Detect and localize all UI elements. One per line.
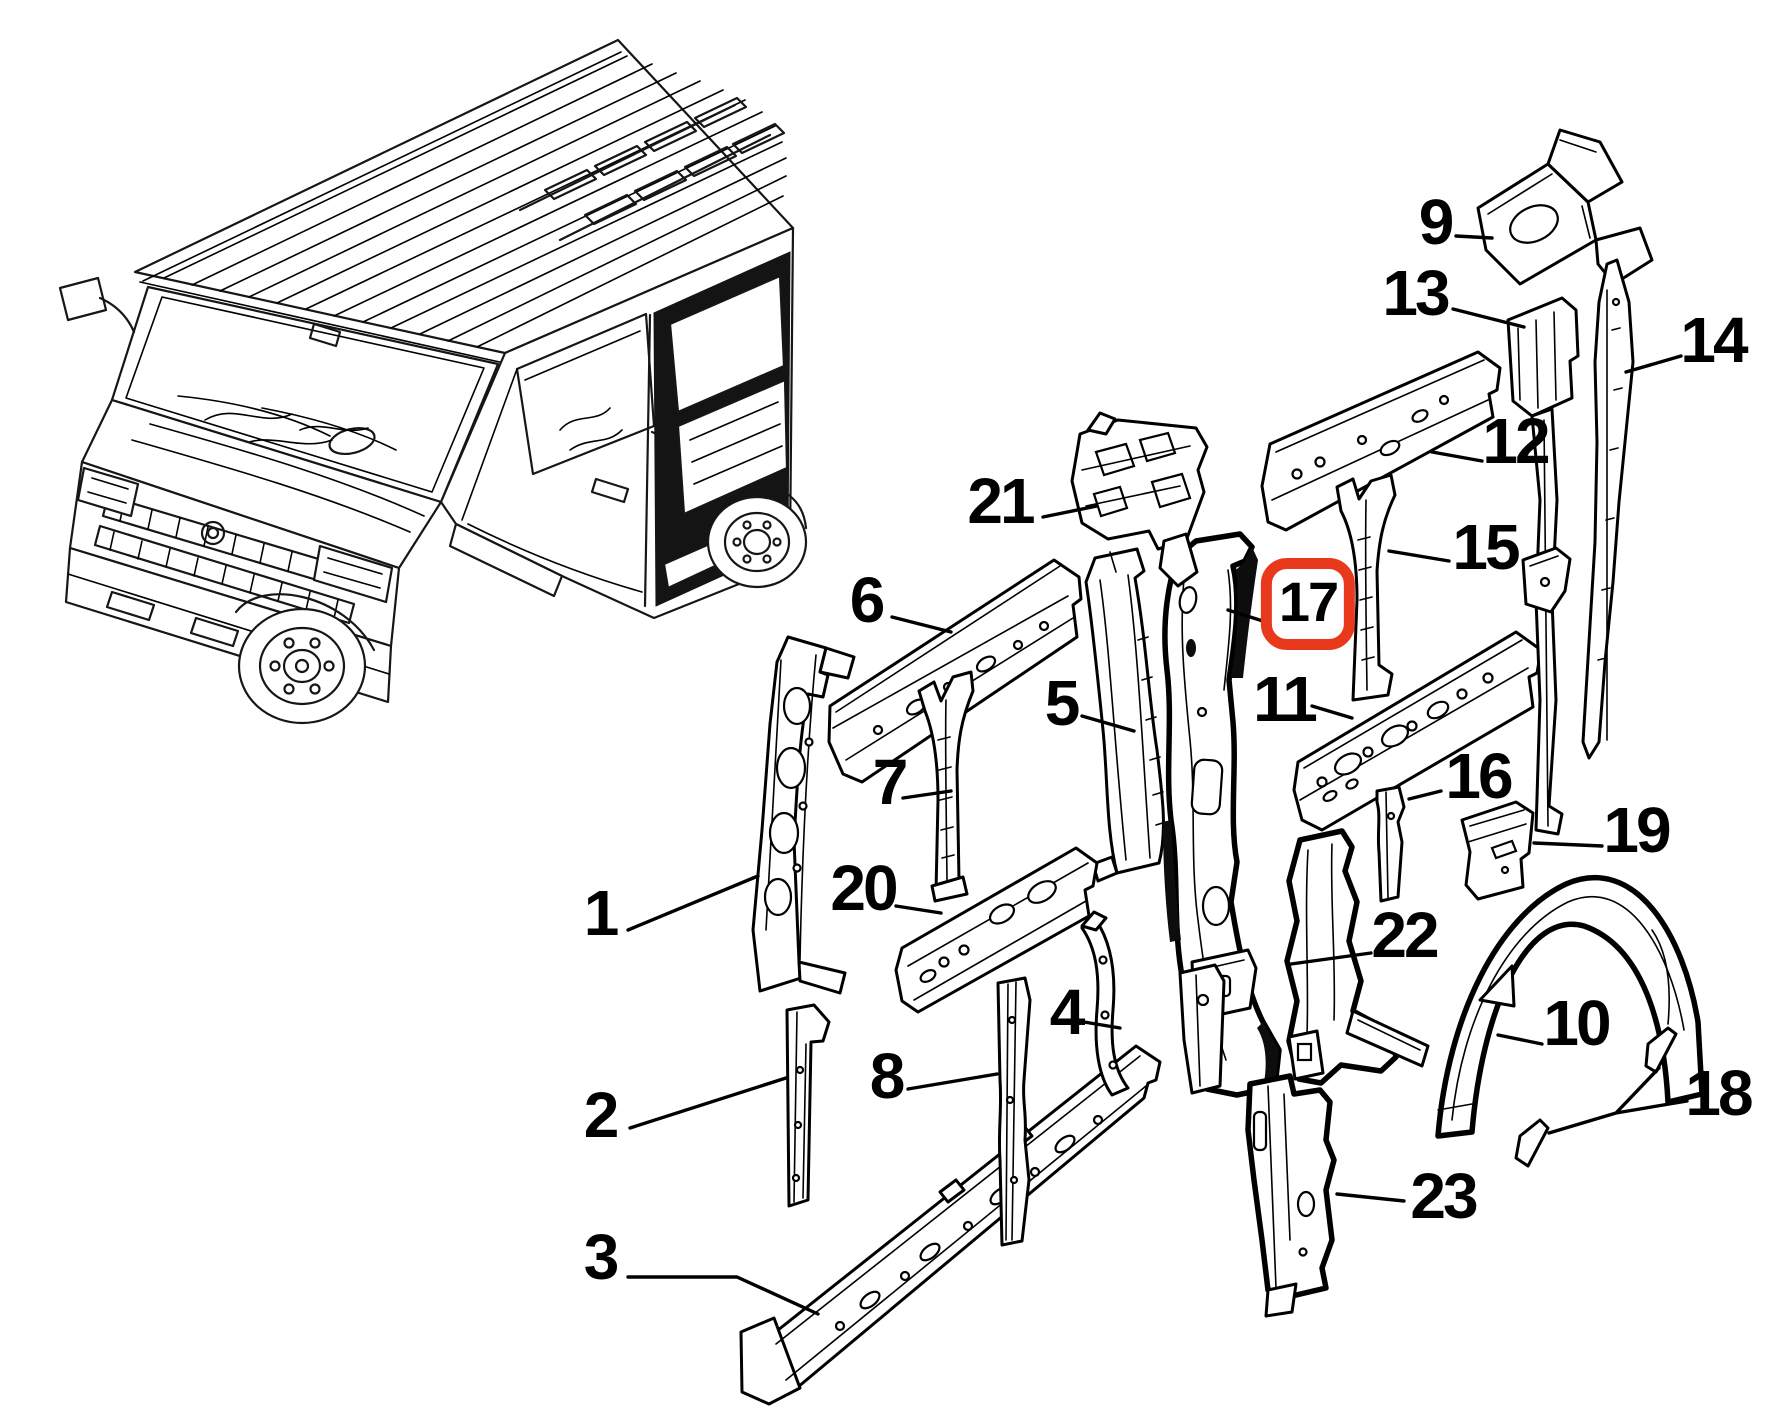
part-label-23[interactable]: 23 — [1410, 1160, 1478, 1232]
part-label-7[interactable]: 7 — [872, 746, 909, 818]
leader-17 — [1226, 608, 1268, 624]
grille-hatch-lower — [109, 531, 339, 619]
roof-rack — [518, 96, 786, 242]
part-23-drawing — [1245, 1073, 1337, 1318]
part-5-drawing — [1084, 547, 1167, 883]
part-1-drawing — [751, 635, 856, 995]
leader-7 — [901, 789, 953, 800]
part-21-drawing — [1070, 411, 1209, 588]
leader-18 — [1547, 1066, 1689, 1135]
part-label-9[interactable]: 9 — [1418, 186, 1455, 258]
part-label-10[interactable]: 10 — [1543, 987, 1611, 1059]
brand-badge — [200, 520, 226, 546]
leader-21 — [1041, 504, 1099, 519]
leader-19 — [1532, 841, 1604, 848]
leader-15 — [1387, 549, 1451, 563]
part-label-13[interactable]: 13 — [1382, 257, 1450, 329]
leader-6 — [890, 615, 953, 634]
part-15-drawing — [1335, 473, 1397, 702]
part-label-15[interactable]: 15 — [1452, 511, 1520, 583]
part-3-drawing — [739, 1044, 1162, 1406]
part-label-8[interactable]: 8 — [869, 1040, 906, 1112]
part-16-drawing — [1375, 785, 1406, 903]
part-label-12[interactable]: 12 — [1482, 405, 1550, 477]
part-8-drawing — [996, 976, 1032, 1247]
part-label-20[interactable]: 20 — [830, 852, 898, 924]
part-label-21[interactable]: 21 — [967, 465, 1035, 537]
part-11-drawing — [1292, 630, 1543, 832]
part-label-5[interactable]: 5 — [1044, 667, 1081, 739]
leader-9 — [1454, 234, 1494, 240]
leader-4 — [1082, 1020, 1122, 1030]
leader-14 — [1624, 354, 1683, 374]
part-4-drawing — [1080, 910, 1130, 1097]
part-label-16[interactable]: 16 — [1445, 740, 1513, 812]
part-9-drawing — [1476, 128, 1654, 286]
part-10-drawing — [1435, 875, 1705, 1139]
part-12-drawing — [1260, 350, 1502, 532]
rear-wheel — [706, 495, 808, 589]
part-label-2[interactable]: 2 — [583, 1079, 620, 1151]
van-illustration — [58, 38, 808, 725]
leader-13 — [1451, 307, 1526, 329]
part-6-drawing — [827, 558, 1083, 784]
leader-5 — [1080, 714, 1136, 733]
part-label-6[interactable]: 6 — [849, 564, 886, 636]
part-19-drawing — [1460, 800, 1535, 901]
front-wheel — [237, 607, 367, 725]
part-2-drawing — [785, 1003, 831, 1208]
part-20-drawing — [894, 846, 1099, 1014]
leader-12 — [1430, 450, 1484, 463]
part-label-17-highlighted[interactable]: 17 — [1260, 558, 1356, 650]
part-7-drawing — [917, 670, 975, 903]
part-14-drawing — [1581, 258, 1635, 760]
leader-3 — [626, 1275, 820, 1316]
part-label-18[interactable]: 18 — [1685, 1057, 1753, 1129]
leader-10 — [1496, 1033, 1544, 1046]
part-label-4[interactable]: 4 — [1049, 976, 1086, 1048]
leader-lines — [626, 234, 1689, 1316]
part-label-22[interactable]: 22 — [1371, 899, 1439, 971]
leader-1 — [626, 874, 760, 932]
part-18-drawing — [1514, 1026, 1678, 1168]
leader-16 — [1407, 789, 1443, 801]
leader-20 — [894, 904, 943, 915]
part-label-14[interactable]: 14 — [1680, 304, 1748, 376]
leader-23 — [1335, 1192, 1406, 1203]
leader-2 — [628, 1076, 788, 1130]
leader-22 — [1289, 951, 1373, 966]
headlight-left — [76, 466, 140, 518]
leader-8 — [906, 1072, 999, 1091]
part-label-19[interactable]: 19 — [1603, 794, 1671, 866]
sill-end-bracket — [1178, 963, 1226, 1095]
leader-11 — [1310, 704, 1354, 720]
part-label-11[interactable]: 11 — [1253, 663, 1318, 735]
part-label-1[interactable]: 1 — [583, 877, 620, 949]
part-label-3[interactable]: 3 — [583, 1221, 620, 1293]
